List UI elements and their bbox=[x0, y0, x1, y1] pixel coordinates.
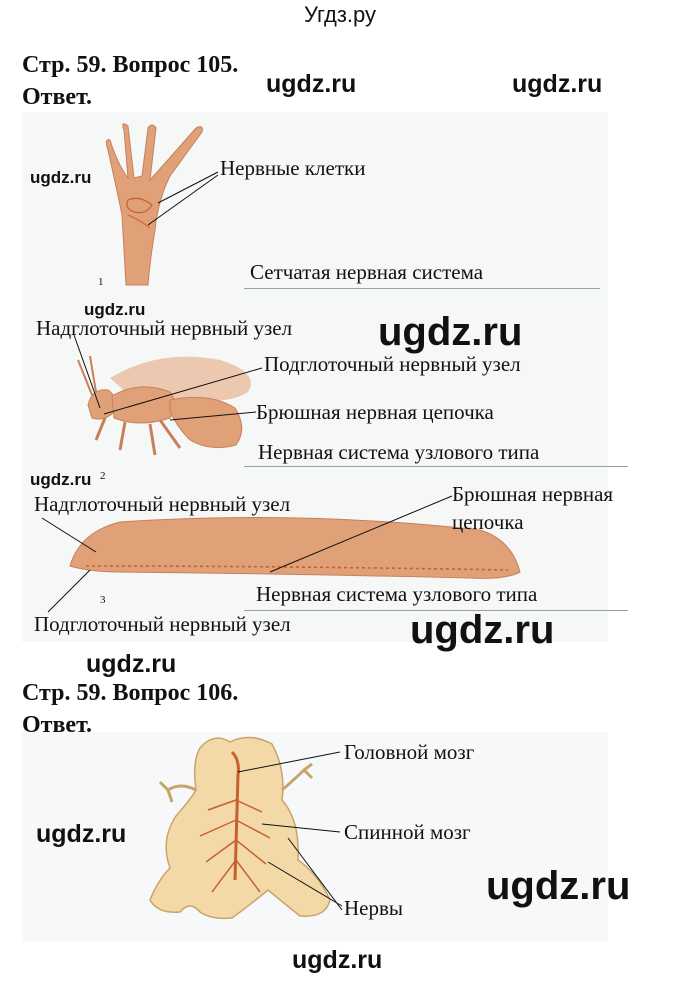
figure-number-3: 3 bbox=[100, 594, 106, 606]
label-spinal-cord: Спинной мозг bbox=[344, 820, 471, 844]
label-subesophageal-ganglion: Подглоточный нервный узел bbox=[264, 352, 521, 376]
question-105-answer-label: Ответ. bbox=[22, 84, 93, 110]
watermark: ugdz.ru bbox=[30, 470, 92, 489]
label-ventral-nerve-cord-2: цепочка bbox=[452, 510, 524, 534]
watermark: ugdz.ru bbox=[512, 70, 603, 98]
hydra-illustration bbox=[105, 123, 219, 286]
watermark: ugdz.ru bbox=[30, 168, 92, 187]
label-nerves: Нервы bbox=[344, 896, 404, 920]
label-supraesophageal-ganglion: Надглоточный нервный узел bbox=[34, 492, 291, 516]
label-ventral-nerve-cord: Брюшная нервная цепочка bbox=[256, 400, 494, 424]
watermark: ugdz.ru bbox=[84, 300, 146, 319]
label-supraesophageal-ganglion: Надглоточный нервный узел bbox=[36, 316, 293, 340]
label-subesophageal-ganglion: Подглоточный нервный узел bbox=[34, 612, 291, 636]
figure-number-2: 2 bbox=[100, 470, 106, 482]
figure-number-1: 1 bbox=[98, 276, 104, 288]
insect-system-answer: Нервная система узлового типа bbox=[258, 440, 540, 464]
watermark: ugdz.ru bbox=[292, 946, 383, 974]
watermark: ugdz.ru bbox=[266, 70, 357, 98]
watermark: ugdz.ru bbox=[36, 820, 127, 848]
answer-line bbox=[244, 288, 600, 289]
answer-line bbox=[244, 610, 628, 611]
watermark: ugdz.ru bbox=[410, 608, 555, 652]
hydra-system-answer: Сетчатая нервная система bbox=[250, 260, 484, 284]
answer-line bbox=[244, 466, 628, 467]
question-105-heading: Стр. 59. Вопрос 105. bbox=[22, 52, 239, 78]
watermark: ugdz.ru bbox=[86, 650, 177, 678]
worm-system-answer: Нервная система узлового типа bbox=[256, 582, 538, 606]
question-106-heading: Стр. 59. Вопрос 106. bbox=[22, 680, 239, 706]
watermark: ugdz.ru bbox=[378, 310, 523, 354]
site-title: Угдз.ру bbox=[303, 2, 377, 27]
label-nerve-cells: Нервные клетки bbox=[220, 156, 366, 180]
worm-illustration bbox=[41, 495, 521, 613]
frog-illustration bbox=[149, 736, 343, 920]
question-106-answer-label: Ответ. bbox=[22, 712, 93, 738]
label-ventral-nerve-cord-1: Брюшная нервная bbox=[452, 482, 614, 506]
watermark: ugdz.ru bbox=[486, 864, 631, 908]
label-brain: Головной мозг bbox=[344, 740, 475, 764]
insect-illustration bbox=[73, 334, 263, 456]
